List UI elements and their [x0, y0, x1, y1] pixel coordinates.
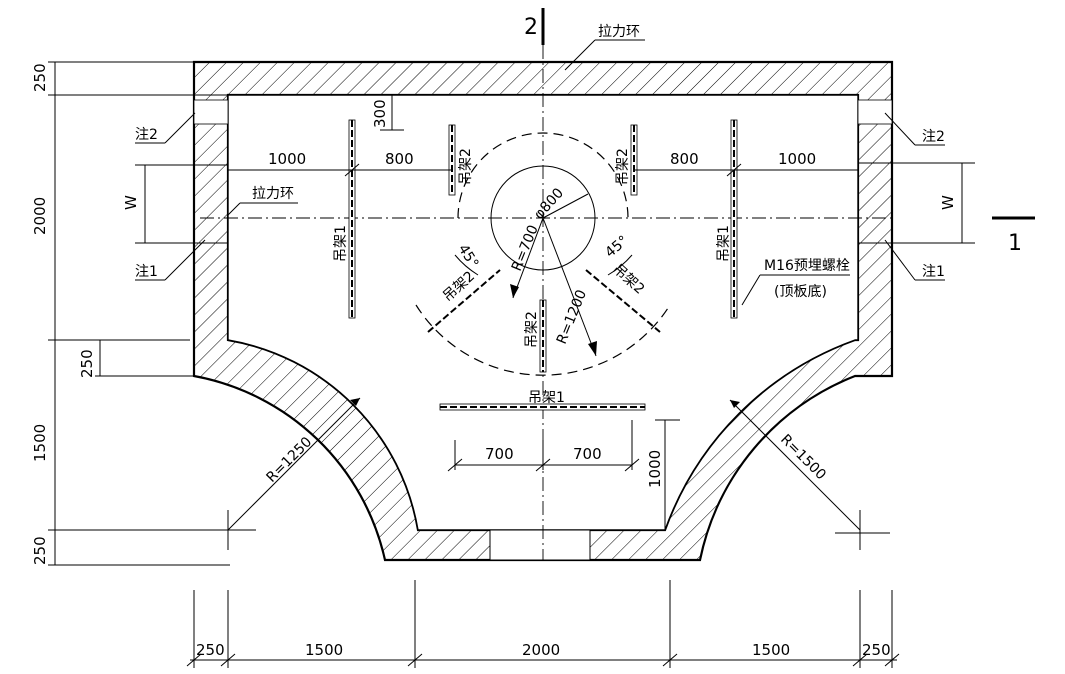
hanger-2-topleft: [448, 124, 456, 196]
right-dim-lines: [858, 162, 975, 244]
dim-bottom-250-right: 250: [862, 641, 891, 659]
wall-openings: [193, 99, 893, 561]
dim-top-1000-right: 1000: [778, 150, 816, 168]
dim-bottom-1500-left: 1500: [305, 641, 343, 659]
note1-left-label: 注1: [135, 264, 158, 280]
bolt-title-label: M16预埋螺栓: [764, 258, 850, 274]
hanger1-bottom-label: 吊架1: [528, 390, 565, 406]
r1500-label: R=1500: [777, 432, 829, 484]
section-marker-1: 1: [992, 216, 1035, 256]
note2-left-label: 注2: [135, 127, 158, 143]
mid-dim-lines: [447, 419, 680, 530]
dim-left-1500: 1500: [31, 424, 49, 462]
hanger2-center-label: 吊架2: [524, 311, 540, 348]
dim-w-left: W: [122, 195, 140, 210]
dim-300-lines: [380, 95, 404, 131]
dim-bottom-2000: 2000: [522, 641, 560, 659]
dim-w-right: W: [939, 195, 957, 210]
hanger-2-topright: [630, 124, 638, 196]
hanger-2-diagright: [585, 269, 661, 333]
r1250-label: R=1250: [264, 434, 316, 486]
dim-bottom-1500-right: 1500: [752, 641, 790, 659]
bolt-sub-label: (顶板底): [774, 284, 827, 300]
note2-right-label: 注2: [922, 129, 945, 145]
hanger-2-diagleft: [427, 269, 501, 333]
hanger1-right-label: 吊架1: [716, 225, 732, 262]
tension-ring-top-label: 拉力环: [598, 24, 640, 40]
dim-mid-1000: 1000: [646, 450, 664, 488]
dim-left-2000: 2000: [31, 197, 49, 235]
dim-inner-250: 250: [78, 349, 96, 378]
left-dim-lines: [48, 61, 230, 566]
hanger1-left-label: 吊架1: [333, 225, 349, 262]
dim-left-250-top: 250: [31, 63, 49, 92]
hanger-1-left: [348, 119, 356, 319]
note1-right-label: 注1: [922, 264, 945, 280]
hanger2-topright-label: 吊架2: [615, 148, 631, 185]
dim-left-250-bottom: 250: [31, 536, 49, 565]
note-leaders: [135, 39, 945, 306]
dim-mid-700-left: 700: [485, 445, 514, 463]
dim-top-1000-left: 1000: [268, 150, 306, 168]
section-marker-2: 2: [524, 8, 545, 45]
hanger2-topleft-label: 吊架2: [458, 148, 474, 185]
hanger-1-right: [730, 119, 738, 319]
section-1-label: 1: [1008, 231, 1022, 256]
hanger-1-bottom: [439, 403, 646, 411]
section-2-label: 2: [524, 15, 538, 40]
hanger-2-center: [539, 299, 547, 373]
dim-top-800-left: 800: [385, 150, 414, 168]
dim-bottom-250-left: 250: [196, 641, 225, 659]
dim-top-800-right: 800: [670, 150, 699, 168]
center-axes: [200, 45, 892, 560]
dim-300: 300: [371, 99, 389, 128]
bottom-dim-lines: [186, 580, 900, 668]
tension-ring-left-label: 拉力环: [252, 186, 294, 202]
center-ring: [415, 132, 671, 376]
top-dim-lines: [228, 163, 858, 177]
dim-mid-700-right: 700: [573, 445, 602, 463]
radius-lines: [200, 397, 890, 550]
